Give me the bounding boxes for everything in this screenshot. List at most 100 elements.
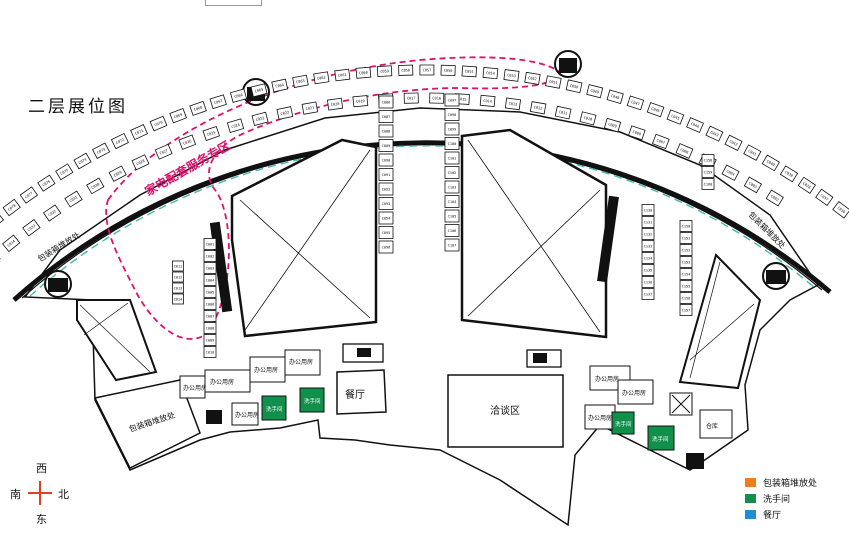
booth-c087[interactable]: C087 (378, 110, 394, 123)
booth-c156[interactable]: C156 (679, 292, 693, 304)
booth-c152[interactable]: C152 (679, 244, 693, 256)
booth-c132[interactable]: C132 (641, 228, 655, 240)
booth-c029[interactable]: C029 (108, 165, 127, 182)
booth-c009[interactable]: C009 (203, 334, 217, 346)
booth-c100[interactable]: C100 (444, 137, 460, 150)
booth-c058[interactable]: C058 (398, 64, 414, 76)
booth-c037[interactable]: C037 (815, 188, 834, 206)
booth-c013[interactable]: C013 (504, 97, 521, 111)
booth-c007[interactable]: C007 (651, 133, 670, 150)
booth-c046[interactable]: C046 (646, 102, 665, 118)
booth-c014[interactable]: C014 (479, 94, 496, 108)
booth-c060[interactable]: C060 (355, 66, 372, 79)
booth-c040[interactable]: C040 (761, 154, 780, 172)
booth-c133[interactable]: C133 (641, 240, 655, 252)
booth-c004[interactable]: C004 (721, 164, 740, 181)
booth-c003[interactable]: C003 (743, 176, 763, 194)
booth-c098[interactable]: C098 (444, 108, 460, 121)
booth-c042[interactable]: C042 (724, 134, 743, 151)
booth-c011[interactable]: C011 (554, 105, 572, 120)
booth-c064[interactable]: C064 (271, 78, 289, 93)
booth-c031[interactable]: C031 (64, 190, 83, 208)
booth-c107[interactable]: C107 (444, 238, 460, 252)
booth-c160[interactable]: C160 (701, 178, 715, 190)
booth-c136[interactable]: C136 (641, 276, 655, 288)
booth-c072[interactable]: C072 (110, 132, 129, 150)
booth-c024[interactable]: C024 (226, 118, 245, 133)
booth-c010[interactable]: C010 (579, 111, 597, 126)
booth-c002[interactable]: C002 (765, 189, 784, 207)
booth-c034[interactable]: C034 (2, 234, 21, 253)
booth-c062[interactable]: C062 (313, 71, 330, 85)
booth-c090[interactable]: C090 (378, 153, 394, 167)
booth-c073[interactable]: C073 (91, 142, 111, 160)
booth-c063[interactable]: C063 (292, 74, 309, 88)
booth-c134[interactable]: C134 (641, 252, 655, 264)
booth-c022[interactable]: C022 (276, 106, 294, 120)
booth-c094[interactable]: C094 (378, 211, 394, 225)
booth-c077[interactable]: C077 (19, 186, 38, 204)
booth-c033[interactable]: C033 (22, 219, 41, 237)
booth-c043[interactable]: C043 (705, 125, 724, 142)
booth-c006[interactable]: C006 (675, 143, 694, 159)
booth-c051[interactable]: C051 (545, 75, 562, 89)
booth-c006[interactable]: C006 (203, 298, 217, 310)
booth-c012[interactable]: C012 (172, 271, 184, 283)
booth-c019[interactable]: C019 (352, 95, 369, 108)
booth-c065[interactable]: C065 (250, 83, 268, 98)
booth-c002[interactable]: C002 (203, 250, 217, 262)
booth-c096[interactable]: C096 (378, 240, 394, 254)
booth-c005[interactable]: C005 (203, 286, 217, 298)
booth-c049[interactable]: C049 (586, 84, 604, 99)
booth-c008[interactable]: C008 (628, 125, 646, 141)
booth-c130[interactable]: C130 (641, 204, 655, 216)
booth-c017[interactable]: C017 (403, 92, 419, 104)
booth-c131[interactable]: C131 (641, 216, 655, 228)
booth-c027[interactable]: C027 (154, 143, 173, 160)
booth-c068[interactable]: C068 (189, 100, 207, 116)
booth-c036[interactable]: C036 (832, 201, 849, 219)
booth-c103[interactable]: C103 (444, 180, 460, 194)
booth-c074[interactable]: C074 (73, 152, 92, 170)
booth-c105[interactable]: C105 (444, 209, 460, 223)
booth-c091[interactable]: C091 (378, 168, 394, 181)
booth-c010[interactable]: C010 (203, 346, 217, 358)
booth-c157[interactable]: C157 (679, 304, 693, 316)
booth-c102[interactable]: C102 (444, 166, 460, 179)
booth-c026[interactable]: C026 (178, 134, 197, 150)
booth-c048[interactable]: C048 (606, 89, 624, 104)
booth-c078[interactable]: C078 (2, 198, 21, 217)
booth-c020[interactable]: C020 (326, 97, 344, 111)
booth-c030[interactable]: C030 (86, 177, 105, 195)
booth-c054[interactable]: C054 (482, 67, 499, 80)
booth-c099[interactable]: C099 (444, 122, 460, 136)
booth-c013[interactable]: C013 (172, 282, 184, 294)
booth-c155[interactable]: C155 (679, 280, 693, 292)
booth-c159[interactable]: C159 (701, 166, 715, 178)
booth-c061[interactable]: C061 (334, 68, 351, 82)
booth-c039[interactable]: C039 (779, 165, 799, 183)
booth-c095[interactable]: C095 (378, 226, 394, 239)
booth-c055[interactable]: C055 (461, 65, 478, 78)
booth-c032[interactable]: C032 (42, 204, 62, 222)
booth-c007[interactable]: C007 (203, 310, 217, 322)
booth-c153[interactable]: C153 (679, 256, 693, 268)
booth-c044[interactable]: C044 (686, 117, 704, 133)
booth-c028[interactable]: C028 (131, 154, 150, 171)
booth-c045[interactable]: C045 (666, 109, 685, 125)
booth-c088[interactable]: C088 (378, 124, 394, 138)
booth-c047[interactable]: C047 (626, 95, 645, 111)
booth-c059[interactable]: C059 (376, 65, 393, 78)
booth-c067[interactable]: C067 (209, 94, 227, 110)
booth-c041[interactable]: C041 (743, 144, 762, 161)
booth-c053[interactable]: C053 (503, 69, 520, 82)
booth-c137[interactable]: C137 (641, 288, 655, 300)
booth-c057[interactable]: C057 (419, 64, 435, 76)
booth-c106[interactable]: C106 (444, 224, 460, 237)
booth-c097[interactable]: C097 (444, 93, 460, 107)
booth-c052[interactable]: C052 (524, 71, 541, 85)
booth-c154[interactable]: C154 (679, 268, 693, 280)
booth-c069[interactable]: C069 (169, 107, 188, 124)
booth-c056[interactable]: C056 (440, 64, 456, 77)
booth-c076[interactable]: C076 (37, 174, 56, 192)
